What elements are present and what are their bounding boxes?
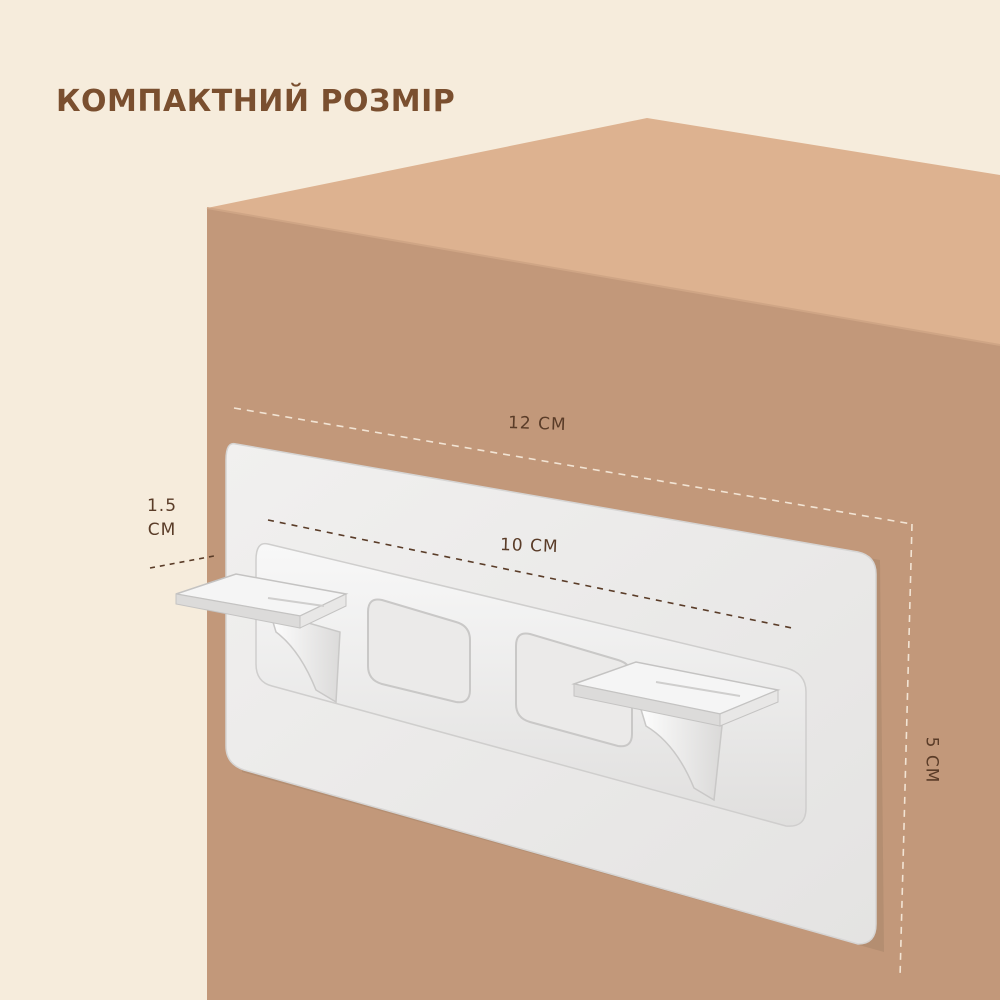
dimension-lines xyxy=(233,407,913,979)
rail-slot-left xyxy=(367,598,471,704)
dimension-label-1-5cm-value: 1.5 xyxy=(146,496,178,516)
dimension-label-12cm: 12 CM xyxy=(507,412,567,436)
headline: КОМПАКТНИЙ РОЗМІР xyxy=(56,84,456,119)
right-bracket xyxy=(571,661,781,802)
dim-line-10 xyxy=(267,519,793,629)
dim-line-15 xyxy=(149,555,215,569)
box-top-face xyxy=(207,118,1000,345)
dimension-label-5cm: 5 CM xyxy=(921,736,942,784)
dimension-label-1-5cm-unit: CM xyxy=(147,520,177,540)
dimension-label-10cm: 10 CM xyxy=(499,534,559,558)
dimension-label-1-5cm: 1.5 CM xyxy=(132,494,192,542)
dim-line-12 xyxy=(233,407,913,525)
left-bracket xyxy=(175,573,349,704)
dim-line-5 xyxy=(899,523,913,979)
